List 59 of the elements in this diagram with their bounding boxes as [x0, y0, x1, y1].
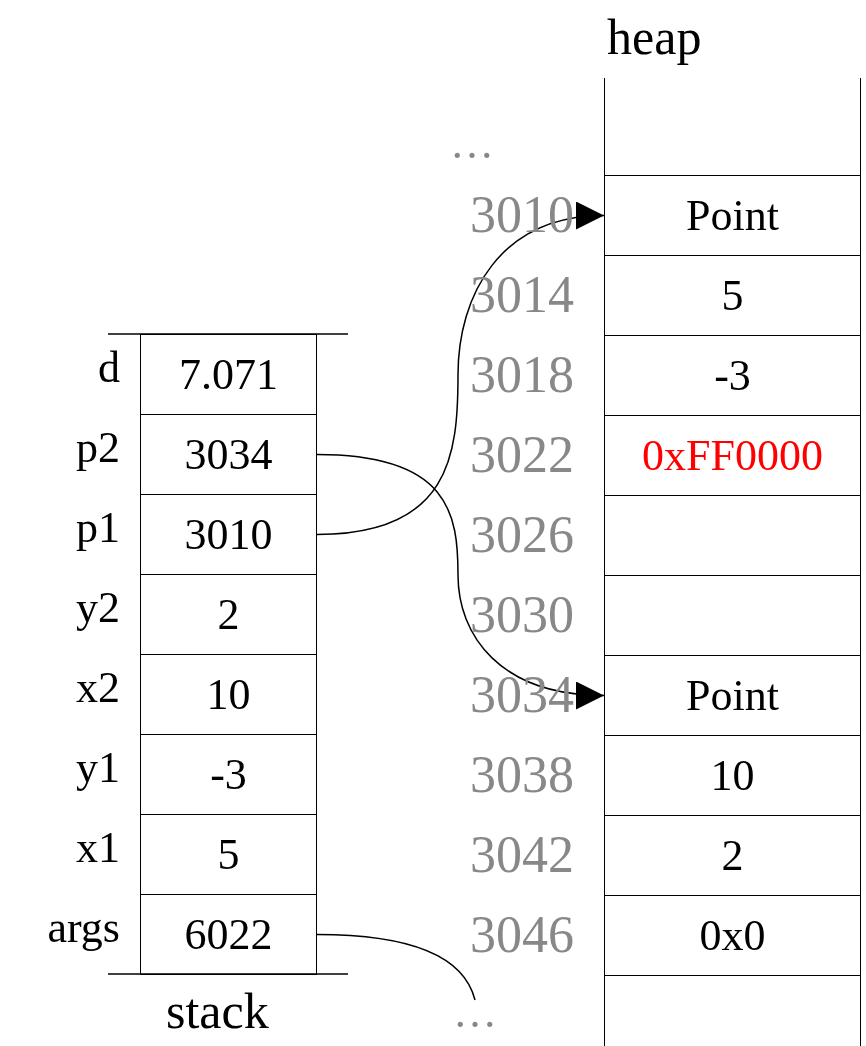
heap-cell — [604, 975, 861, 1046]
heap-cell — [604, 495, 861, 576]
stack-cell — [140, 734, 317, 815]
variable-name: p1 — [76, 506, 120, 550]
variable-name: y2 — [76, 586, 120, 630]
heap-cell — [604, 415, 861, 496]
cell-value: 5 — [721, 270, 744, 321]
memory-address: 3046 — [470, 909, 574, 961]
stack-cell — [140, 494, 317, 575]
heap-cell — [604, 175, 861, 256]
cell-value: 2 — [721, 830, 744, 881]
stack-cell — [140, 334, 317, 415]
cell-value: 7.071 — [179, 349, 278, 400]
stack-title: stack — [166, 986, 269, 1036]
ellipsis: … — [450, 122, 494, 166]
cell-value: -3 — [714, 350, 751, 401]
stack-cell — [140, 814, 317, 895]
variable-name: x2 — [76, 666, 120, 710]
heap-cell — [604, 655, 861, 736]
cell-value: 10 — [206, 669, 251, 720]
memory-address: 3026 — [470, 509, 574, 561]
cell-value: 3010 — [184, 509, 273, 560]
variable-name: d — [98, 346, 120, 390]
cell-value: -3 — [210, 749, 247, 800]
memory-address: 3042 — [470, 829, 574, 881]
cell-value: Point — [686, 670, 779, 721]
cell-value: 2 — [217, 589, 240, 640]
cell-value: Point — [686, 190, 779, 241]
heap-cell — [604, 255, 861, 336]
stack-cell — [140, 414, 317, 495]
stack-cell — [140, 894, 317, 975]
variable-name: p2 — [76, 426, 120, 470]
heap-cell — [604, 335, 861, 416]
variable-name: args — [47, 906, 120, 950]
heap-cell — [604, 895, 861, 976]
variable-name: y1 — [76, 746, 120, 790]
memory-address: 3018 — [470, 349, 574, 401]
heap-cell — [604, 735, 861, 816]
memory-address: 3030 — [470, 589, 574, 641]
memory-address: 3038 — [470, 749, 574, 801]
pointer-arrow — [316, 203, 605, 536]
stack-cell — [140, 654, 317, 735]
stack-cell — [140, 574, 317, 655]
ellipsis-text: … — [453, 1000, 497, 1027]
cell-value: 6022 — [184, 909, 273, 960]
memory-address: 3010 — [470, 189, 574, 241]
heap-cell — [604, 575, 861, 656]
cell-value: 5 — [217, 829, 240, 880]
cell-value: 3034 — [184, 429, 273, 480]
cell-value: 10 — [710, 750, 755, 801]
pointer-arrow — [316, 453, 605, 709]
memory-address: 3014 — [470, 269, 574, 321]
heap-cell — [604, 78, 861, 176]
variable-name: x1 — [76, 826, 120, 870]
heap-cell — [604, 815, 861, 896]
cell-value: 0xFF0000 — [642, 430, 823, 481]
memory-address: 3034 — [470, 669, 574, 721]
cell-value: 0x0 — [699, 910, 766, 961]
memory-address: 3022 — [470, 429, 574, 481]
